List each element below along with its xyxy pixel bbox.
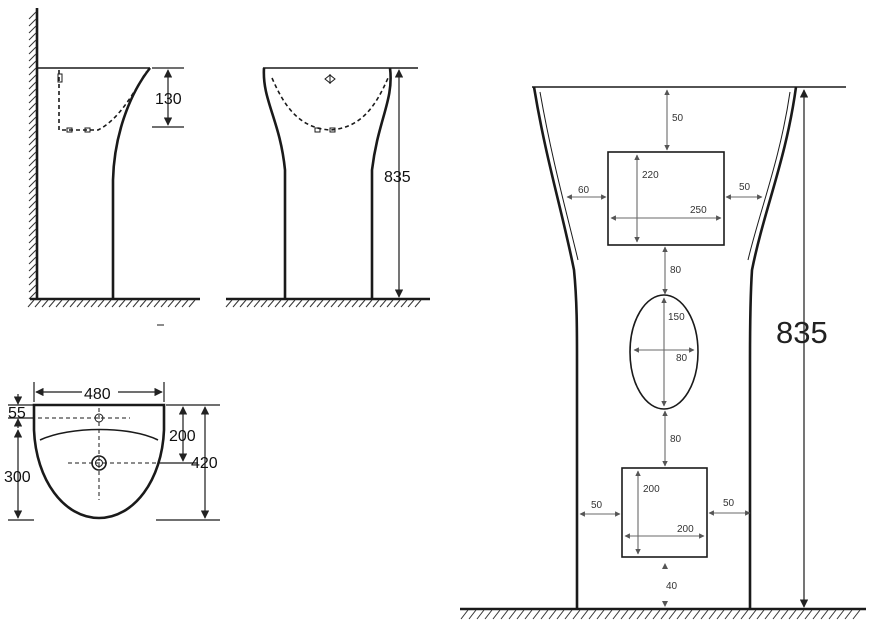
wall-hatch <box>28 11 37 300</box>
lower-opening <box>621 467 708 558</box>
upper-opening <box>607 151 725 246</box>
front-view: 835 <box>225 67 430 308</box>
top-view: 480 55 300 200 420 <box>4 382 220 521</box>
upper-top-gap-label: 50 <box>672 113 684 124</box>
lower-height-label: 200 <box>643 484 660 495</box>
side-view: 130 <box>27 8 200 326</box>
front-pedestal-left <box>262 67 287 299</box>
upper-height-label: 220 <box>642 170 659 181</box>
oval-height-label: 150 <box>668 312 685 323</box>
upper-left-gap-label: 60 <box>578 185 590 196</box>
top-tap-hole-icon <box>94 413 104 423</box>
rear-pedestal-left <box>532 86 579 609</box>
dim-label-front-depth: 300 <box>4 469 31 486</box>
top-basin-outline <box>32 403 166 520</box>
lower-left-gap-label: 50 <box>591 500 603 511</box>
dim-label-rear-height: 835 <box>776 315 828 350</box>
rear-floor-hatch <box>460 609 861 620</box>
rear-pedestal-right <box>748 86 798 609</box>
side-bowl-hidden <box>58 70 147 131</box>
front-pedestal-right <box>370 67 392 299</box>
dim-label-total-depth: 420 <box>191 455 218 472</box>
dim-label-width: 480 <box>84 386 111 403</box>
dim-label-bowl-depth: 130 <box>155 91 182 108</box>
upper-width-label: 250 <box>690 205 707 216</box>
dim-label-waste-offset: 200 <box>169 428 196 445</box>
oval-opening <box>629 294 699 410</box>
lower-right-gap-label: 50 <box>723 498 735 509</box>
gap-upper-oval-label: 80 <box>670 265 682 276</box>
front-bowl-hidden <box>271 77 389 131</box>
top-bowl-rim <box>39 428 159 441</box>
top-waste-outer-icon <box>91 455 107 471</box>
side-floor-hatch <box>27 299 196 308</box>
rear-view: 835 50 60 50 220 250 80 150 80 80 50 50 … <box>460 86 866 620</box>
top-waste-inner-icon <box>95 459 103 467</box>
side-pedestal-front <box>111 67 152 299</box>
lower-width-label: 200 <box>677 524 694 535</box>
upper-right-gap-label: 50 <box>739 182 751 193</box>
dim-label-tap-offset: 55 <box>8 405 26 422</box>
dim-label-front-height: 835 <box>384 169 411 186</box>
gap-oval-lower-label: 80 <box>670 434 682 445</box>
lower-bottom-gap-label: 40 <box>666 581 678 592</box>
side-overflow-mark <box>57 73 63 83</box>
oval-width-label: 80 <box>676 353 688 364</box>
front-tap-hole-icon <box>324 74 336 84</box>
front-floor-hatch <box>225 299 422 308</box>
